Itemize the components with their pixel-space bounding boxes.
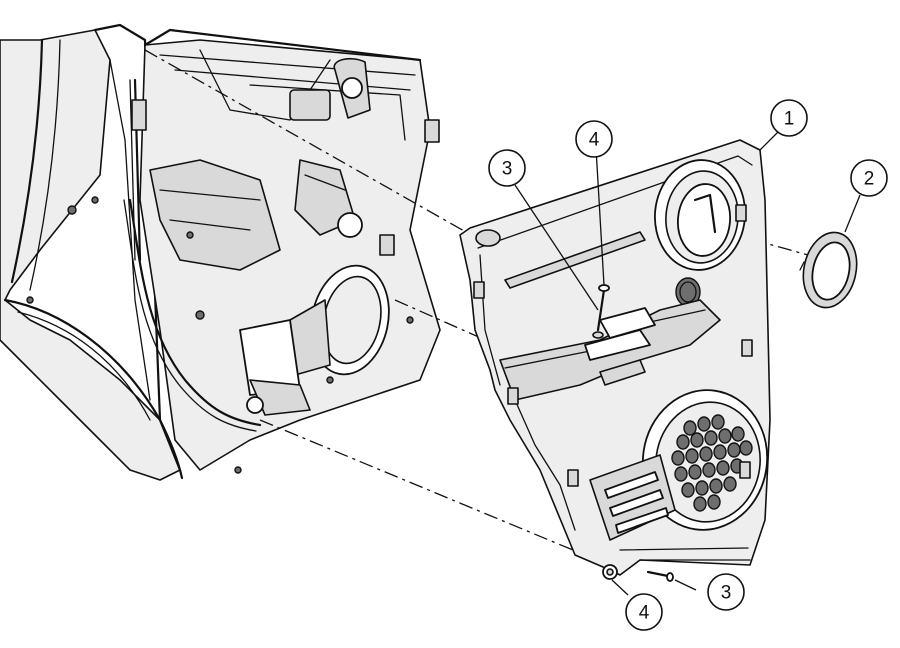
callout-4-lower: 4 — [625, 593, 663, 631]
callout-4-lower-label: 4 — [639, 603, 650, 624]
callout-3-upper-label: 3 — [502, 159, 513, 180]
door-trim-panel — [459, 139, 771, 576]
callout-3-lower: 3 — [707, 573, 745, 611]
speaker-bezel-ring — [799, 231, 858, 309]
speaker-grille-pattern — [671, 414, 753, 512]
callout-1-label: 1 — [784, 109, 795, 130]
callout-3-lower-label: 3 — [721, 583, 732, 604]
lower-screw — [646, 570, 674, 582]
lower-plug — [602, 564, 618, 580]
door-inner-panel — [123, 28, 441, 471]
callout-2: 2 — [850, 159, 888, 197]
upper-clip — [592, 331, 604, 339]
callout-2-label: 2 — [864, 169, 875, 190]
upper-screw — [596, 284, 610, 332]
vehicle-body-side — [0, 23, 242, 481]
callout-4-upper-label: 4 — [589, 130, 600, 151]
callout-3-upper: 3 — [488, 149, 526, 187]
callout-pointers — [514, 131, 861, 596]
callout-1: 1 — [770, 99, 808, 137]
callout-4-upper: 4 — [575, 120, 613, 158]
